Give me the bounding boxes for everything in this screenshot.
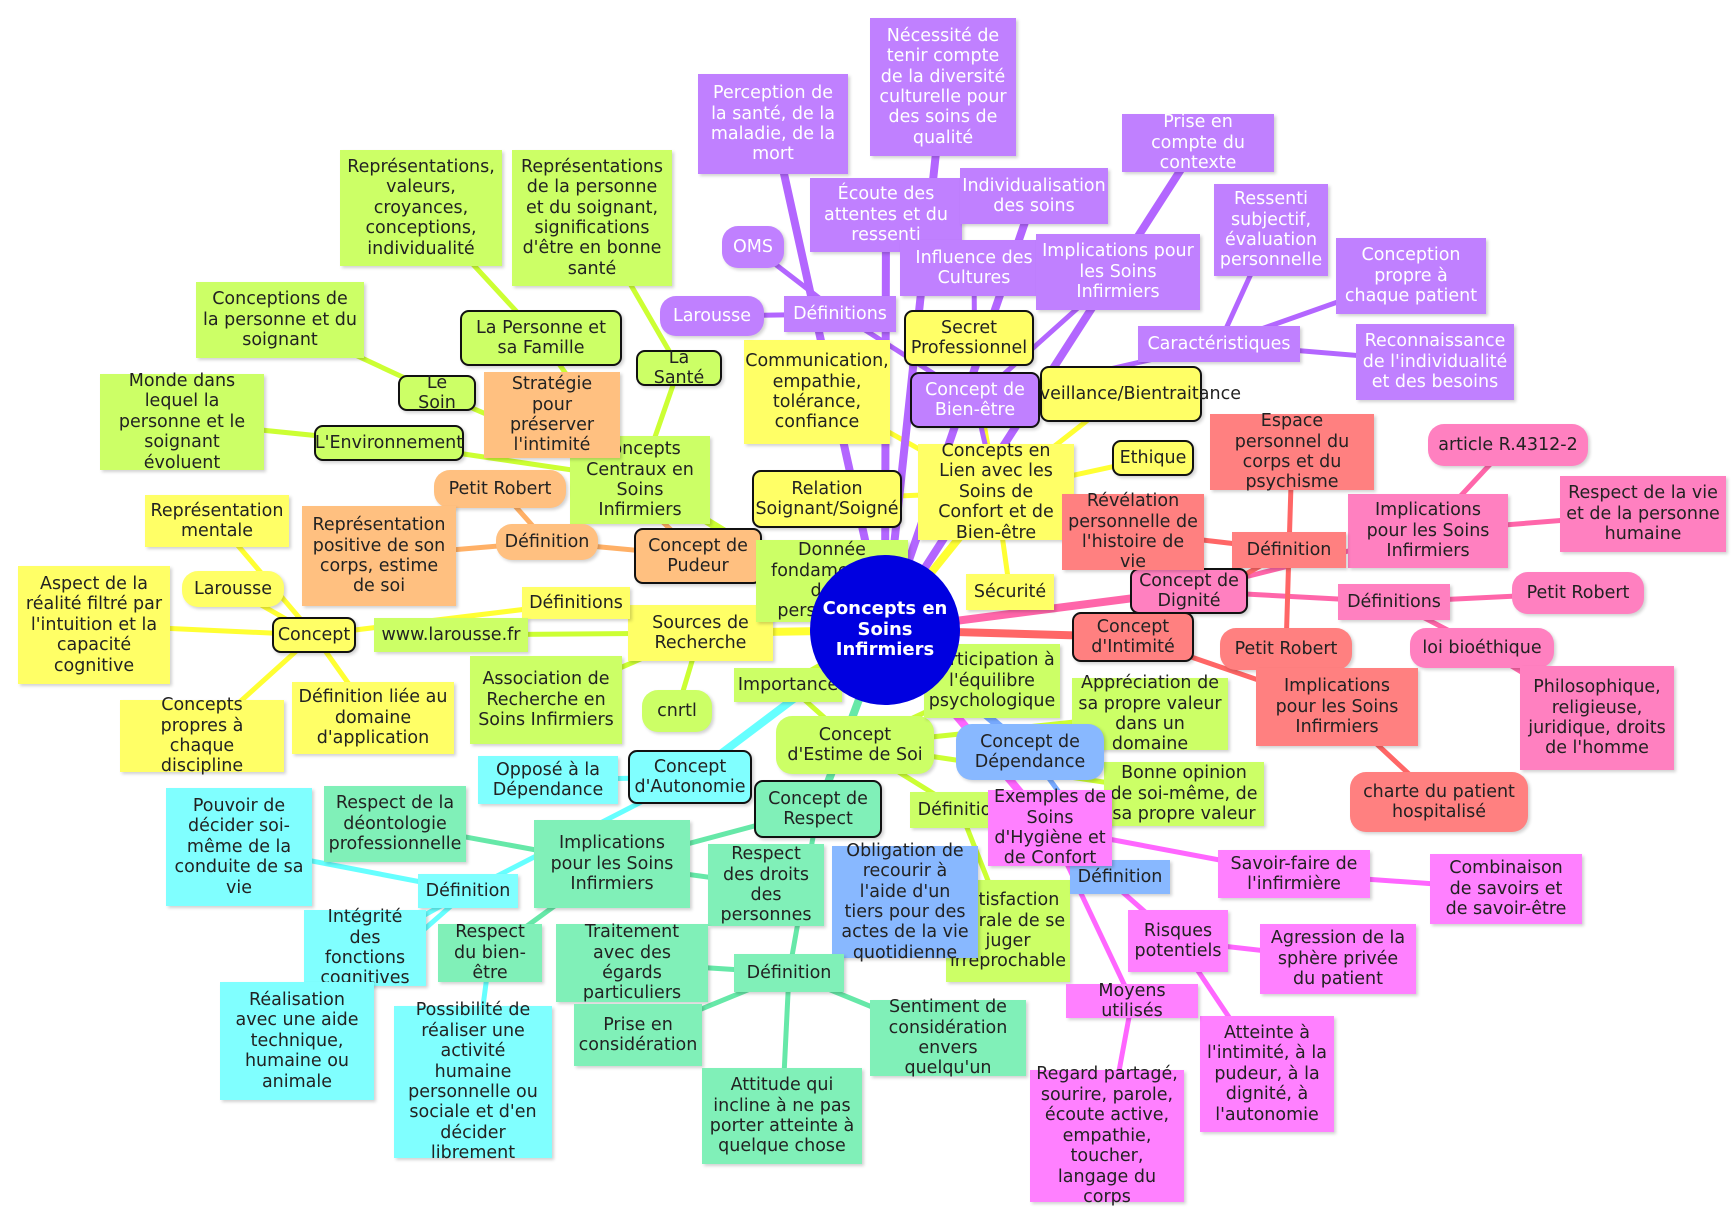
node-bienveillance[interactable]: Bienveillance/Bientraitance bbox=[1001, 366, 1241, 422]
node-respect-vie[interactable]: Respect de la vie et de la personne huma… bbox=[1560, 476, 1726, 552]
node-necessite[interactable]: Nécessité de tenir compte de la diversit… bbox=[870, 18, 1016, 156]
node-concept-respect[interactable]: Concept de Respect bbox=[754, 780, 882, 838]
node-moyens[interactable]: Moyens utilisés bbox=[1066, 981, 1198, 1021]
node-securite[interactable]: Sécurité bbox=[966, 574, 1054, 610]
node-implications-respect[interactable]: Implications pour les Soins Infirmiers bbox=[534, 820, 690, 908]
node-appreciation[interactable]: Appréciation de sa propre valeur dans un… bbox=[1072, 673, 1228, 754]
node-petit-robert-dignite[interactable]: Petit Robert bbox=[1512, 572, 1644, 614]
node-concepts-propres[interactable]: Concepts propres à chaque discipline bbox=[120, 695, 284, 776]
node-attitude[interactable]: Attitude qui incline à ne pas porter att… bbox=[702, 1068, 862, 1164]
node-implications-dignite[interactable]: Implications pour les Soins Infirmiers bbox=[1348, 494, 1508, 568]
node-sentiment[interactable]: Sentiment de considération envers quelqu… bbox=[870, 997, 1026, 1078]
node-realisation[interactable]: Réalisation avec une aide technique, hum… bbox=[220, 982, 374, 1100]
node-definitions-top[interactable]: Définitions bbox=[784, 296, 896, 332]
node-concept-estime[interactable]: Concept d'Estime de Soi bbox=[776, 716, 934, 774]
node-respect-droits[interactable]: Respect des droits des personnes bbox=[708, 844, 824, 926]
node-risques[interactable]: Risques potentiels bbox=[1128, 910, 1228, 972]
node-concept[interactable]: Concept bbox=[272, 617, 356, 653]
node-influence[interactable]: Influence des Cultures bbox=[900, 240, 1048, 296]
node-concept-pudeur[interactable]: Concept de Pudeur bbox=[634, 528, 762, 584]
node-concept-dependance[interactable]: Concept de Dépendance bbox=[956, 724, 1104, 780]
node-espace-personnel[interactable]: Espace personnel du corps et du psychism… bbox=[1210, 411, 1374, 492]
node-concept-bien-etre[interactable]: Concept de Bien-être bbox=[910, 372, 1040, 428]
node-definition-pudeur[interactable]: Définition bbox=[496, 524, 598, 560]
node-monde-dans-lequel[interactable]: Monde dans lequel la personne et le soig… bbox=[100, 371, 264, 473]
node-la-sante[interactable]: La Santé bbox=[636, 348, 722, 388]
node-participation[interactable]: Participation à l'équilibre psychologiqu… bbox=[924, 644, 1060, 718]
node-ethique[interactable]: Ethique bbox=[1112, 440, 1194, 476]
node-concept-dignite[interactable]: Concept de Dignité bbox=[1130, 568, 1248, 614]
node-oppose[interactable]: Opposé à la Dépendance bbox=[478, 756, 618, 804]
node-representation-positive[interactable]: Représentation positive de son corps, es… bbox=[302, 506, 456, 606]
node-larousse-top[interactable]: Larousse bbox=[660, 296, 764, 336]
node-secret[interactable]: Secret Professionnel bbox=[904, 310, 1034, 366]
node-rep-personne[interactable]: Représentations de la personne et du soi… bbox=[512, 150, 672, 286]
node-www-larousse[interactable]: www.larousse.fr bbox=[374, 618, 528, 652]
node-la-personne[interactable]: La Personne et sa Famille bbox=[460, 310, 622, 366]
node-implications-intimite[interactable]: Implications pour les Soins Infirmiers bbox=[1256, 668, 1418, 746]
node-definitions-left[interactable]: Définitions bbox=[522, 587, 630, 619]
node-article[interactable]: article R.4312-2 bbox=[1428, 424, 1588, 466]
node-representation-mentale[interactable]: Représentation mentale bbox=[145, 495, 289, 547]
node-strategie[interactable]: Stratégie pour préserver l'intimité bbox=[484, 372, 620, 458]
node-definition-autonomie[interactable]: Définition bbox=[418, 874, 518, 908]
node-definitions-dignite[interactable]: Définitions bbox=[1338, 584, 1450, 620]
node-petit-robert-pudeur[interactable]: Petit Robert bbox=[434, 470, 566, 508]
node-importance[interactable]: Importance bbox=[734, 668, 842, 702]
node-conception-propre[interactable]: Conception propre à chaque patient bbox=[1336, 238, 1486, 314]
node-charte[interactable]: charte du patient hospitalisé bbox=[1350, 772, 1528, 832]
node-environnement[interactable]: L'Environnement bbox=[314, 425, 464, 461]
node-atteinte[interactable]: Atteinte à l'intimité, à la pudeur, à la… bbox=[1200, 1016, 1334, 1132]
node-implications-bien-etre[interactable]: Implications pour les Soins Infirmiers bbox=[1036, 234, 1200, 310]
node-concept-intimite[interactable]: Concept d'Intimité bbox=[1072, 612, 1194, 662]
node-prise-compte[interactable]: Prise en compte du contexte bbox=[1122, 112, 1274, 173]
node-cnrtl[interactable]: cnrtl bbox=[642, 690, 712, 732]
node-larousse-left[interactable]: Larousse bbox=[182, 571, 284, 607]
node-definition-respect[interactable]: Définition bbox=[734, 954, 844, 992]
node-relation[interactable]: Relation Soignant/Soigné bbox=[752, 470, 902, 528]
node-savoir-faire[interactable]: Savoir-faire de l'infirmière bbox=[1218, 850, 1370, 898]
node-petit-robert-intimite[interactable]: Petit Robert bbox=[1220, 628, 1352, 670]
node-possibilite[interactable]: Possibilité de réaliser une activité hum… bbox=[394, 1000, 552, 1163]
node-definition-intimite[interactable]: Définition bbox=[1232, 532, 1346, 568]
node-traitement[interactable]: Traitement avec des égards particuliers bbox=[556, 922, 708, 1003]
node-rep-valeurs[interactable]: Représentations, valeurs, croyances, con… bbox=[340, 150, 502, 266]
node-caracteristiques[interactable]: Caractéristiques bbox=[1138, 326, 1300, 362]
node-oms[interactable]: OMS bbox=[722, 226, 784, 268]
node-concepts-lien[interactable]: Concepts en Lien avec les Soins de Confo… bbox=[918, 441, 1074, 543]
node-prise-consideration[interactable]: Prise en considération bbox=[574, 1004, 702, 1066]
node-loi-bioethique[interactable]: loi bioéthique bbox=[1410, 628, 1554, 668]
node-ressenti[interactable]: Ressenti subjectif, évaluation personnel… bbox=[1214, 184, 1328, 276]
node-respect-deontologie[interactable]: Respect de la déontologie professionnell… bbox=[324, 786, 466, 862]
node-perception[interactable]: Perception de la santé, de la maladie, d… bbox=[698, 74, 848, 174]
node-sources-recherche[interactable]: Sources de Recherche bbox=[628, 605, 773, 661]
node-agression[interactable]: Agression de la sphère privée du patient bbox=[1260, 924, 1416, 994]
node-individualisation[interactable]: Individualisation des soins bbox=[960, 168, 1108, 224]
root-node[interactable]: Concepts en Soins Infirmiers bbox=[810, 555, 960, 705]
node-regard[interactable]: Regard partagé, sourire, parole, écoute … bbox=[1030, 1064, 1184, 1207]
node-revelation[interactable]: Révélation personnelle de l'histoire de … bbox=[1062, 491, 1204, 572]
node-conceptions-personne[interactable]: Conceptions de la personne et du soignan… bbox=[196, 282, 364, 358]
node-exemples[interactable]: Exemples de Soins d'Hygiène et de Confor… bbox=[988, 787, 1112, 868]
node-bonne-opinion[interactable]: Bonne opinion de soi-même, de sa propre … bbox=[1104, 762, 1264, 826]
node-le-soin[interactable]: Le Soin bbox=[398, 373, 476, 413]
node-respect-bien-etre[interactable]: Respect du bien-être bbox=[438, 922, 542, 983]
node-combinaison[interactable]: Combinaison de savoirs et de savoir-être bbox=[1430, 854, 1582, 924]
node-definition-domaine[interactable]: Définition liée au domaine d'application bbox=[292, 682, 454, 754]
node-concept-autonomie[interactable]: Concept d'Autonomie bbox=[628, 750, 752, 804]
node-communication[interactable]: Communication, empathie, tolérance, conf… bbox=[744, 340, 890, 444]
node-aspect-realite[interactable]: Aspect de la réalité filtré par l'intuit… bbox=[18, 566, 170, 684]
node-association-recherche[interactable]: Association de Recherche en Soins Infirm… bbox=[470, 656, 622, 744]
node-pouvoir[interactable]: Pouvoir de décider soi-même de la condui… bbox=[166, 788, 312, 906]
node-reconnaissance[interactable]: Reconnaissance de l'individualité et des… bbox=[1356, 324, 1514, 400]
node-ecoute[interactable]: Écoute des attentes et du ressenti bbox=[810, 178, 962, 252]
node-obligation[interactable]: Obligation de recourir à l'aide d'un tie… bbox=[832, 841, 978, 963]
node-philosophique[interactable]: Philosophique, religieuse, juridique, dr… bbox=[1520, 666, 1674, 770]
node-integrite[interactable]: Intégrité des fonctions cognitives bbox=[304, 907, 426, 988]
